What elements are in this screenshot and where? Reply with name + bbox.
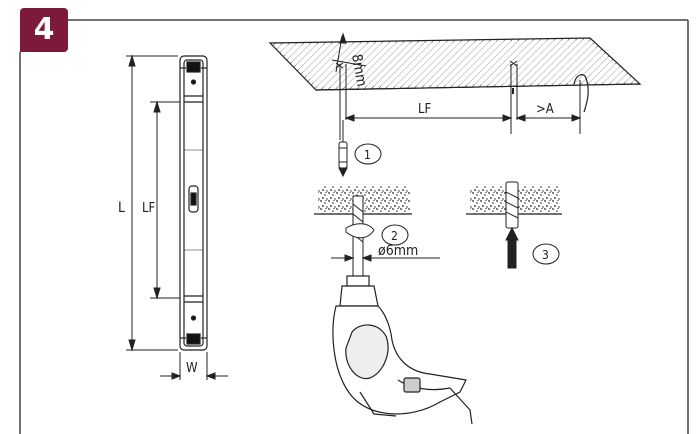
drill-depth-indicator — [331, 32, 367, 73]
drill-diameter-label: ø6mm — [378, 243, 418, 259]
step-marker-2 — [381, 224, 409, 246]
step-3-label: 3 — [542, 248, 549, 262]
ceiling-spacing-label: LF — [418, 102, 432, 117]
dimension-width — [160, 352, 228, 380]
edge-distance-label: >A — [536, 102, 554, 117]
dimension-fixing-distance — [150, 100, 180, 300]
step-marker-3 — [532, 243, 560, 265]
pencil-icon — [338, 120, 348, 178]
ceiling-marks — [335, 60, 518, 140]
step-2-label: 2 — [391, 229, 398, 243]
step-1-label: 1 — [364, 148, 371, 162]
drill-diameter-dimension — [331, 254, 440, 262]
wall-plug-icon — [505, 181, 519, 269]
width-label: W — [186, 361, 198, 376]
fixture-drawing — [179, 55, 208, 351]
step-number-badge: 4 — [20, 8, 68, 52]
ceiling-edge-hook — [573, 74, 589, 113]
length-label: L — [118, 200, 125, 216]
power-drill-icon — [332, 275, 473, 425]
panel-border — [19, 19, 689, 434]
drill-bit-icon — [345, 195, 375, 277]
drill-wall-section — [314, 186, 412, 215]
drill-depth-label: 8mm — [348, 53, 369, 88]
fixing-distance-label: LF — [142, 201, 156, 216]
step-marker-1 — [354, 143, 382, 165]
ceiling-spacing-dimension — [344, 80, 582, 134]
dimension-length — [126, 54, 178, 352]
ceiling-slab — [268, 37, 642, 91]
